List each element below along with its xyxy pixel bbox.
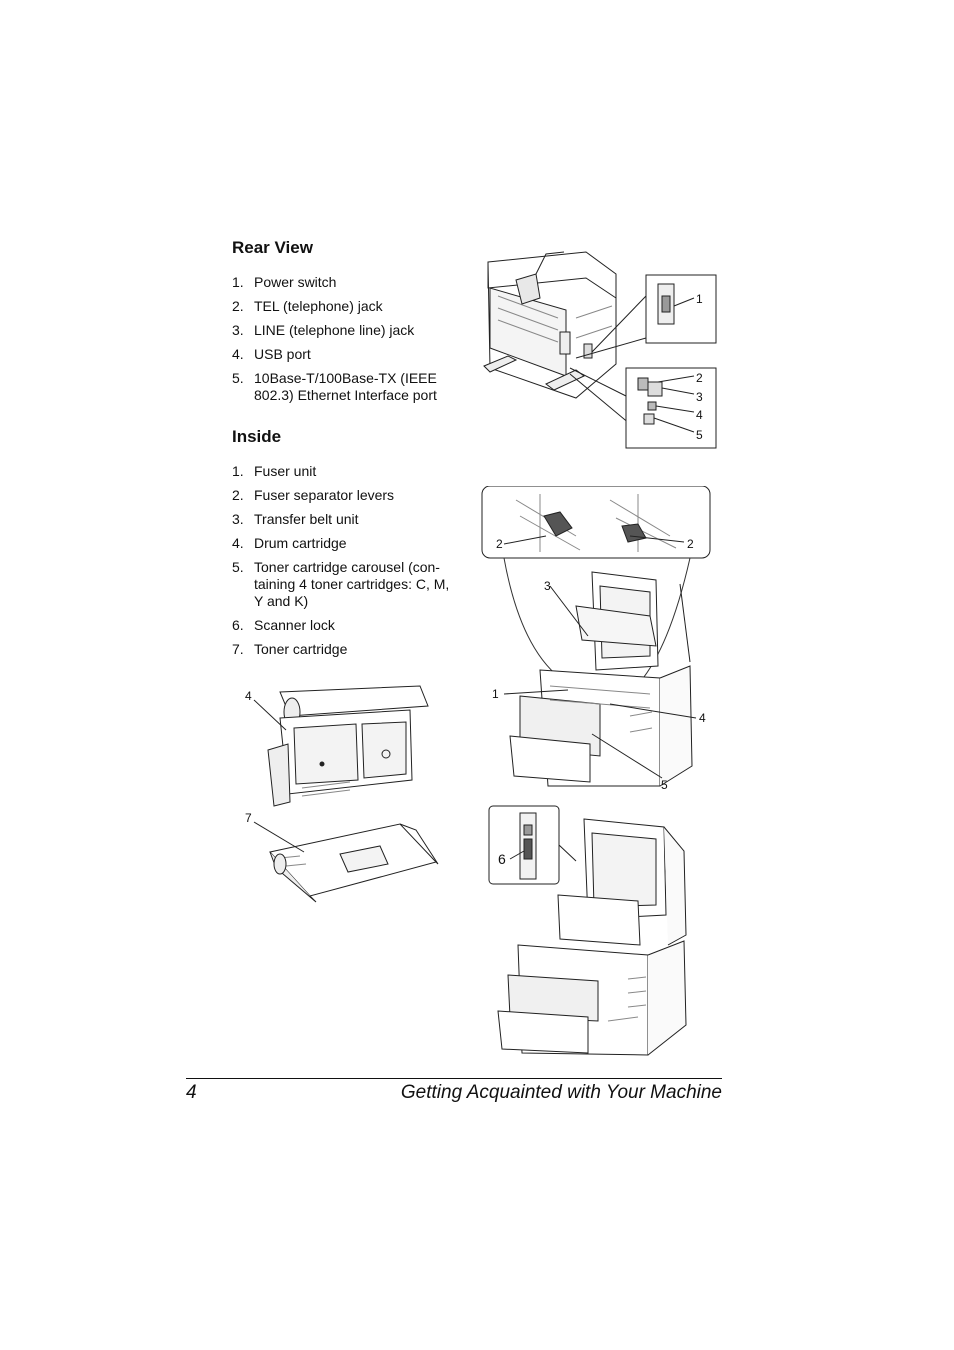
list-item: 5.Toner cartridge carousel (con-taining … <box>232 559 450 609</box>
list-item: 4.USB port <box>232 346 311 362</box>
rear-view-list: 1.Power switch 2.TEL (telephone) jack 3.… <box>232 274 462 411</box>
callout-2: 2 <box>696 371 703 385</box>
list-item: 2.Fuser separator levers <box>232 487 395 503</box>
list-item: 4.Drum cartridge <box>232 535 347 551</box>
list-item: 7.Toner cartridge <box>232 641 348 657</box>
lever-inset <box>481 486 711 559</box>
drum-part-callout: 4 <box>245 689 252 703</box>
rear-view-heading: Rear View <box>232 238 313 257</box>
inside-list: 1.Fuser unit 2.Fuser separator levers 3.… <box>232 463 462 665</box>
scanner-lock-illustration: 6 <box>488 805 694 1058</box>
scanner-lock-callout: 6 <box>498 851 506 867</box>
callout-5: 5 <box>696 428 703 442</box>
footer-rule <box>186 1078 722 1079</box>
callout-1: 1 <box>696 292 703 306</box>
fuser-callout: 1 <box>492 687 499 701</box>
list-item: 3.LINE (telephone line) jack <box>232 322 415 338</box>
page-number: 4 <box>186 1082 197 1103</box>
lever-callout-right: 2 <box>687 537 694 551</box>
callout-3: 3 <box>696 390 703 404</box>
list-item: 2.TEL (telephone) jack <box>232 298 383 314</box>
lever-callout-left: 2 <box>496 537 503 551</box>
carousel-callout: 5 <box>661 778 668 792</box>
toner-cartridge-illustration: 7 <box>240 810 440 906</box>
list-item: 5.10Base-T/100Base-TX (IEEE 802.3) Ether… <box>232 370 437 403</box>
toner-part-callout: 7 <box>245 811 252 825</box>
list-item: 1.Fuser unit <box>232 463 317 479</box>
transfer-belt-callout: 3 <box>544 579 551 593</box>
list-item: 3.Transfer belt unit <box>232 511 359 527</box>
callout-4: 4 <box>696 408 703 422</box>
footer-title: Getting Acquainted with Your Machine <box>400 1082 722 1103</box>
list-item: 1.Power switch <box>232 274 337 290</box>
list-item: 6.Scanner lock <box>232 617 335 633</box>
inside-heading: Inside <box>232 427 282 446</box>
rear-view-illustration: 1 2 3 4 5 <box>476 248 722 453</box>
power-switch-inset <box>645 274 717 344</box>
drum-callout: 4 <box>699 711 706 725</box>
inside-illustration: 2 2 3 1 4 5 <box>480 486 714 800</box>
drum-cartridge-illustration: 4 <box>240 684 440 810</box>
